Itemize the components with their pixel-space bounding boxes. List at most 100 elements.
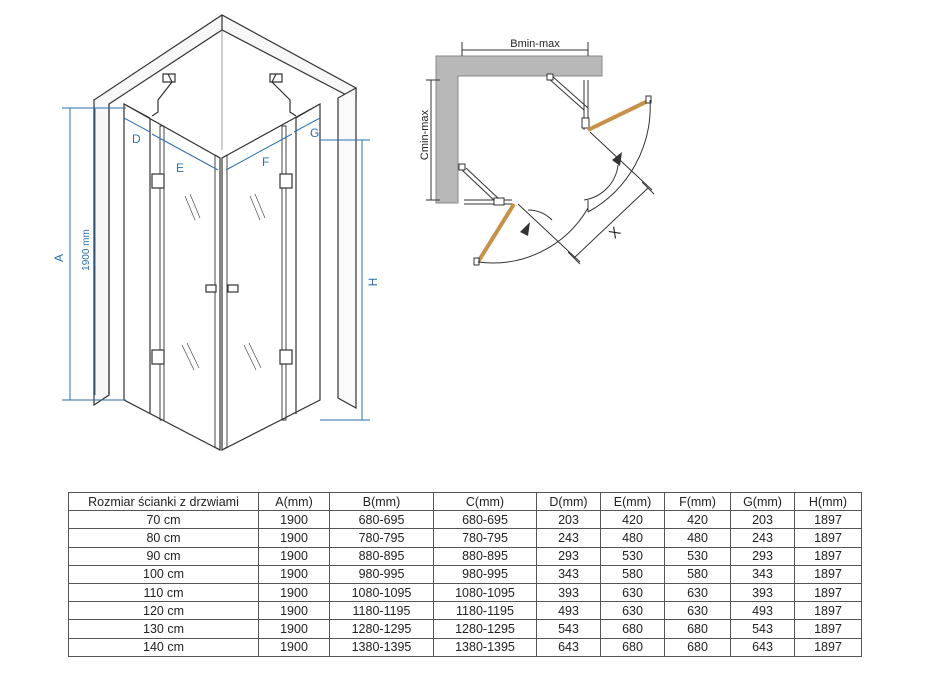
dimension-lines-3d	[62, 107, 370, 421]
table-cell: 140 cm	[68, 637, 259, 657]
table-cell: 680-695	[433, 510, 537, 530]
table-cell: 543	[536, 619, 601, 639]
table-cell: 243	[536, 528, 601, 548]
table-cell: 243	[730, 528, 795, 548]
col-header-b: B(mm)	[329, 491, 434, 512]
table-cell: 1897	[794, 510, 862, 530]
corner-walls	[93, 14, 357, 410]
col-header-g: G(mm)	[730, 491, 795, 512]
table-cell: 1900	[258, 582, 330, 603]
table-cell: 393	[730, 582, 795, 603]
col-header-a: A(mm)	[258, 491, 330, 512]
table-cell: 1900	[258, 510, 330, 530]
label-h: H	[366, 278, 380, 287]
table-cell: 1080-1095	[329, 582, 434, 603]
table-cell: 580	[600, 564, 665, 584]
table-cell: 1900	[258, 637, 330, 657]
dimensions-table: Rozmiar ścianki z drzwiami A(mm) B(mm) C…	[68, 491, 862, 657]
left-door	[123, 102, 221, 451]
table-cell: 880-895	[433, 546, 537, 566]
label-b-range: Bmin-max	[510, 38, 560, 50]
table-cell: 1180-1195	[433, 601, 537, 621]
table-cell: 630	[664, 601, 731, 621]
door-swing-arcs	[477, 99, 651, 264]
table-cell: 203	[536, 510, 601, 530]
table-cell: 680	[600, 619, 665, 639]
table-cell: 420	[664, 510, 731, 530]
table-cell: 680-695	[329, 510, 434, 530]
table-cell: 110 cm	[68, 582, 259, 603]
table-cell: 343	[536, 564, 601, 584]
table-cell: 1900	[258, 564, 330, 584]
table-cell: 1900	[258, 601, 330, 621]
wall-brackets	[151, 73, 297, 117]
table-cell: 90 cm	[68, 546, 259, 566]
col-header-e: E(mm)	[600, 491, 665, 512]
table-cell: 643	[730, 637, 795, 657]
isometric-view	[93, 14, 357, 451]
col-header-h: H(mm)	[794, 491, 862, 512]
table-cell: 120 cm	[68, 601, 259, 621]
table-cell: 293	[730, 546, 795, 566]
plan-view: Bmin-max Cmin-max	[419, 38, 655, 266]
table-cell: 420	[600, 510, 665, 530]
table-cell: 680	[664, 637, 731, 657]
table-cell: 493	[536, 601, 601, 621]
label-a: A	[52, 254, 66, 262]
col-header-c: C(mm)	[433, 491, 537, 512]
table-cell: 1380-1395	[433, 637, 537, 657]
label-c-range: Cmin-max	[419, 109, 431, 160]
label-d: D	[132, 132, 141, 146]
table-cell: 580	[664, 564, 731, 584]
table-cell: 1897	[794, 564, 862, 584]
dimension-labels-3d: A 1900 mm H D E F G	[52, 126, 380, 286]
table-cell: 1180-1195	[329, 601, 434, 621]
table-cell: 1280-1295	[329, 619, 434, 639]
table-header-row: Rozmiar ścianki z drzwiami A(mm) B(mm) C…	[68, 491, 862, 512]
col-header-d: D(mm)	[536, 491, 601, 512]
table-cell: 70 cm	[68, 510, 259, 530]
table-cell: 1897	[794, 582, 862, 603]
plan-door-left	[476, 202, 516, 264]
table-cell: 630	[664, 582, 731, 603]
right-door	[221, 102, 321, 451]
table-cell: 1900	[258, 619, 330, 639]
table-cell: 1080-1095	[433, 582, 537, 603]
col-header-size: Rozmiar ścianki z drzwiami	[68, 491, 259, 512]
table-cell: 680	[664, 619, 731, 639]
table-cell: 980-995	[329, 564, 434, 584]
table-cell: 493	[730, 601, 795, 621]
table-cell: 1897	[794, 601, 862, 621]
label-e: E	[176, 161, 184, 175]
table-cell: 1897	[794, 528, 862, 548]
table-cell: 680	[600, 637, 665, 657]
table-cell: 480	[664, 528, 731, 548]
swing-arrows	[520, 152, 622, 236]
table-cell: 980-995	[433, 564, 537, 584]
col-header-f: F(mm)	[664, 491, 731, 512]
table-cell: 1897	[794, 637, 862, 657]
table-cell: 630	[600, 582, 665, 603]
table-cell: 780-795	[329, 528, 434, 548]
table-cell: 203	[730, 510, 795, 530]
plan-door-right	[587, 98, 651, 132]
table-cell: 1897	[794, 546, 862, 566]
table-cell: 530	[600, 546, 665, 566]
hinges	[151, 173, 293, 365]
table-cell: 543	[730, 619, 795, 639]
table-cell: 480	[600, 528, 665, 548]
door-handles	[205, 284, 239, 293]
table-cell: 530	[664, 546, 731, 566]
table-cell: 1280-1295	[433, 619, 537, 639]
table-cell: 630	[600, 601, 665, 621]
table-cell: 1900	[258, 528, 330, 548]
table-cell: 1897	[794, 619, 862, 639]
label-height: 1900 mm	[81, 229, 92, 271]
